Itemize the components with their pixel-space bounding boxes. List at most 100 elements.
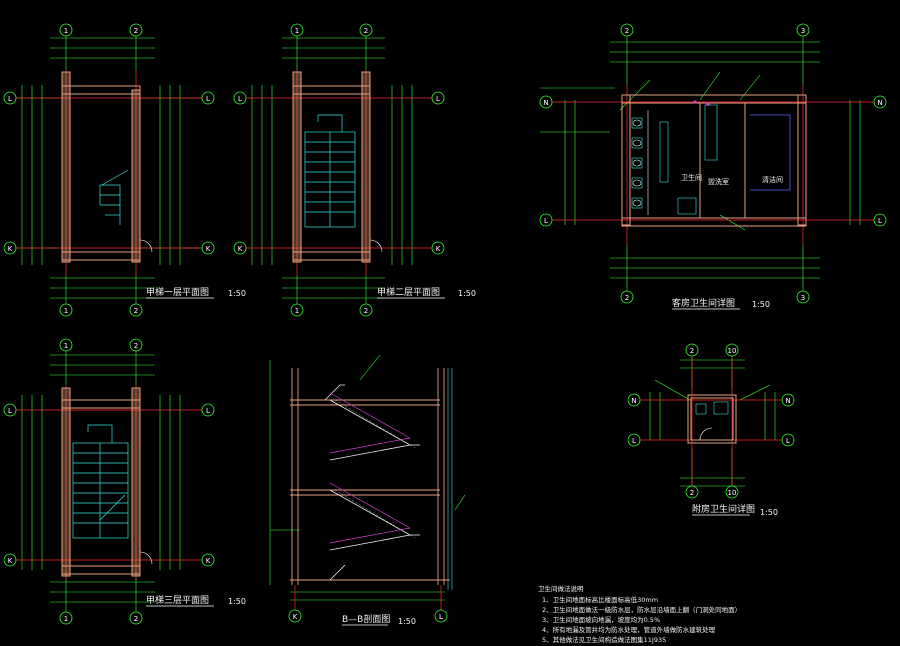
grid-bubble-2-bottom: 2 (620, 290, 634, 304)
note-item: 1、卫生间地面标高比楼面标高低30mm (542, 595, 658, 604)
grid-bubble-L: L (539, 213, 553, 227)
note-item: 2、卫生间地面做法一级防水层，防水层沿墙面上翻（门洞处同地面） (542, 605, 741, 614)
grid-bubble-L: L (3, 91, 17, 105)
grid-bubble-1-bottom: 1 (59, 303, 73, 317)
svg-text:1: 1 (64, 27, 68, 35)
svg-text:1: 1 (64, 615, 68, 623)
svg-text:2: 2 (625, 27, 629, 35)
svg-text:10: 10 (728, 347, 737, 355)
svg-text:N: N (877, 99, 882, 107)
drawing-scale: 1:50 (228, 597, 246, 606)
grid-bubble-K: K (288, 609, 302, 623)
grid-bubble-2-bottom: 2 (359, 303, 373, 317)
svg-text:1: 1 (64, 342, 68, 350)
grid-bubble-L: L (233, 91, 247, 105)
svg-text:L: L (8, 407, 12, 415)
svg-text:K: K (238, 245, 243, 253)
grid-bubble-K-right: K (201, 553, 215, 567)
drawing-title: 客房卫生间详图 (672, 297, 735, 309)
notes-heading: 卫生间做法说明 (538, 584, 584, 593)
svg-text:1: 1 (295, 307, 299, 315)
svg-text:1: 1 (295, 27, 299, 35)
grid-bubble-1: 1 (59, 338, 73, 352)
svg-text:L: L (878, 217, 882, 225)
svg-text:N: N (543, 99, 548, 107)
grid-bubble-K: K (233, 241, 247, 255)
svg-text:L: L (8, 95, 12, 103)
grid-bubble-2: 2 (129, 338, 143, 352)
drawing-scale: 1:50 (228, 289, 246, 298)
grid-bubble-K: K (3, 553, 17, 567)
room-label: 清洁间 (762, 175, 783, 184)
drawing-scale: 1:50 (458, 289, 476, 298)
guestroom-toilet-plan: 卫生间 盥洗室 清洁间 2 3 2 3 N L N (539, 23, 887, 310)
grid-bubble-N: N (627, 393, 641, 407)
svg-text:L: L (206, 407, 210, 415)
svg-text:L: L (786, 437, 790, 445)
grid-bubble-3: 3 (796, 23, 810, 37)
svg-text:2: 2 (364, 307, 368, 315)
grid-bubble-2: 2 (620, 23, 634, 37)
grid-bubble-1: 1 (290, 23, 304, 37)
grid-bubble-1-bottom: 1 (59, 611, 73, 625)
svg-text:L: L (632, 437, 636, 445)
svg-text:3: 3 (801, 27, 805, 35)
svg-text:N: N (631, 397, 636, 405)
svg-text:2: 2 (134, 615, 138, 623)
grid-bubble-L-right: L (201, 403, 215, 417)
svg-text:2: 2 (134, 342, 138, 350)
svg-text:2: 2 (134, 307, 138, 315)
svg-text:2: 2 (625, 294, 629, 302)
room-label: 卫生间 (681, 173, 702, 182)
grid-bubble-L-right: L (431, 91, 445, 105)
drawing-scale: 1:50 (760, 508, 778, 517)
grid-bubble-L-right: L (781, 433, 795, 447)
note-item: 5、其他做法见卫生间构造做法图集11J935 (542, 635, 666, 644)
grid-bubble-K-right: K (431, 241, 445, 255)
svg-text:2: 2 (690, 489, 694, 497)
svg-text:L: L (436, 95, 440, 103)
grid-bubble-K: K (3, 241, 17, 255)
svg-text:1: 1 (64, 307, 68, 315)
svg-text:L: L (544, 217, 548, 225)
grid-bubble-L: L (627, 433, 641, 447)
grid-bubble-2: 2 (685, 343, 699, 357)
stair-plan-second-floor: 1 2 1 2 L K L K 甲梯二层平面图 (233, 23, 476, 317)
grid-bubble-L: L (434, 609, 448, 623)
svg-text:3: 3 (801, 294, 805, 302)
svg-text:2: 2 (364, 27, 368, 35)
grid-bubble-2: 2 (129, 23, 143, 37)
svg-text:K: K (206, 245, 211, 253)
grid-bubble-3-bottom: 3 (796, 290, 810, 304)
svg-text:L: L (238, 95, 242, 103)
svg-text:K: K (436, 245, 441, 253)
grid-bubble-2-bottom: 2 (129, 611, 143, 625)
grid-bubble-2-bottom: 2 (129, 303, 143, 317)
svg-text:K: K (293, 613, 298, 621)
drawing-title: 附房卫生间详图 (692, 503, 755, 515)
grid-bubble-10: 10 (725, 343, 739, 357)
drawing-title: 甲梯三层平面图 (146, 594, 209, 606)
grid-bubble-1: 1 (59, 23, 73, 37)
drawing-title: 甲梯二层平面图 (377, 286, 440, 298)
grid-bubble-N: N (539, 95, 553, 109)
svg-text:K: K (8, 245, 13, 253)
grid-bubble-10-bottom: 10 (725, 485, 739, 499)
svg-text:L: L (439, 613, 443, 621)
svg-text:10: 10 (728, 489, 737, 497)
drawing-scale: 1:50 (398, 617, 416, 626)
stair-section: K L B—B剖面图 1:50 (269, 354, 466, 626)
grid-bubble-K-right: K (201, 241, 215, 255)
grid-bubble-2: 2 (359, 23, 373, 37)
drawing-scale: 1:50 (752, 300, 770, 309)
stair-plan-first-floor: 1 2 1 2 L K L K 甲梯一层平面图 (3, 23, 246, 317)
grid-bubble-N-right: N (873, 95, 887, 109)
svg-text:K: K (8, 557, 13, 565)
svg-text:2: 2 (134, 27, 138, 35)
svg-text:L: L (206, 95, 210, 103)
toilet-notes: 卫生间做法说明 1、卫生间地面标高比楼面标高低30mm 2、卫生间地面做法一级防… (538, 584, 741, 644)
grid-bubble-L: L (3, 403, 17, 417)
grid-bubble-L-right: L (873, 213, 887, 227)
grid-bubble-N-right: N (781, 393, 795, 407)
